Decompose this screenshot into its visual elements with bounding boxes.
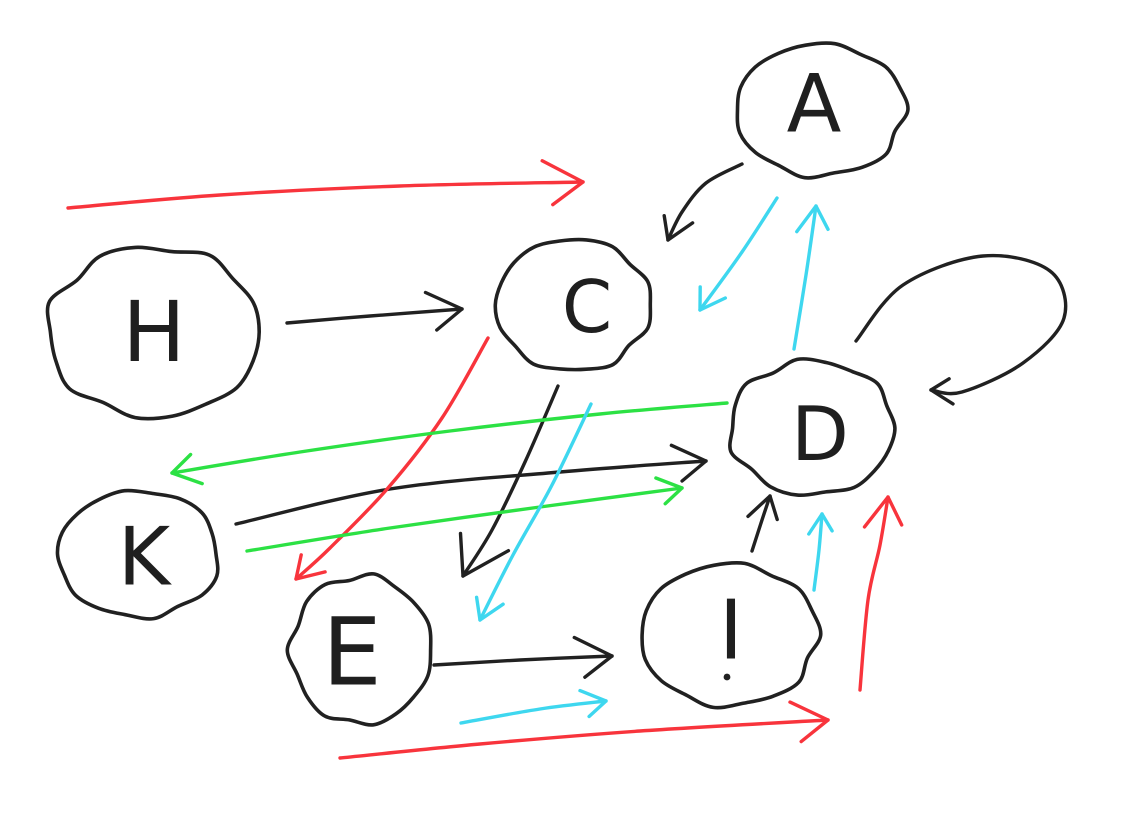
edge-i-to-d-cyan-arrowhead: [807, 512, 834, 536]
node-A-circle: [735, 41, 910, 180]
edge-c-to-e-black: [458, 384, 560, 578]
edge-e-to-i-black: [432, 635, 614, 679]
node-I-circle: [640, 560, 823, 710]
edge-a-to-c-black-arrowhead: [662, 214, 695, 242]
edge-c-to-e-black-line: [461, 384, 560, 578]
edge-e-to-i-black-line: [432, 654, 614, 667]
edge-c-to-e-cyan-line: [478, 402, 593, 622]
edge-i-to-d-black-line: [750, 494, 772, 553]
edge-a-to-c-cyan-arrowhead: [698, 285, 727, 312]
edge-d-self-loop-black-line: [854, 253, 1068, 396]
edge-a-to-c-black: [662, 162, 744, 242]
edge-c-to-e-red-line: [294, 336, 490, 581]
node-I-label: I: [719, 584, 743, 679]
edge-h-to-c-black: [285, 290, 464, 332]
node-E-circle: [285, 571, 433, 727]
edge-c-to-e-red-arrowhead: [294, 553, 327, 581]
node-K-circle: [55, 488, 220, 621]
edge-red-arrow-bottom-arrowhead: [788, 700, 830, 744]
edge-k-to-d-green-line: [245, 486, 684, 553]
edge-red-arrow-top-line: [66, 180, 585, 210]
node-D: D: [728, 357, 897, 498]
edge-d-to-a-cyan-line: [792, 204, 818, 351]
node-C-circle: [493, 237, 653, 372]
node-E: E: [285, 571, 433, 727]
node-H-label: H: [122, 283, 185, 381]
edge-d-to-k-green-line: [170, 401, 729, 475]
edge-red-arrow-bottom-line: [338, 718, 830, 760]
node-K-label: K: [118, 511, 173, 604]
node-D-circle: [728, 357, 897, 498]
edge-k-to-d-green: [245, 476, 684, 553]
node-C-label: C: [562, 265, 612, 349]
edge-d-to-a-cyan: [792, 204, 830, 351]
edge-e-to-i-cyan-arrowhead: [578, 688, 608, 719]
edge-red-arrow-bottom: [338, 700, 830, 760]
edge-k-to-d-black-arrowhead: [669, 443, 708, 483]
node-E-label: E: [322, 599, 381, 708]
edge-i-to-d-black: [746, 494, 779, 553]
edge-red-up-to-d: [858, 495, 904, 692]
node-A: A: [735, 41, 910, 180]
node-D-label: D: [791, 390, 849, 478]
edge-c-to-e-cyan-arrowhead: [474, 595, 505, 622]
node-K: K: [55, 488, 220, 621]
edge-d-self-loop-black-arrowhead: [929, 377, 955, 406]
edge-e-to-i-black-arrowhead: [572, 635, 614, 679]
edge-k-to-d-black: [234, 443, 708, 526]
edge-a-to-c-cyan-line: [698, 196, 779, 312]
node-H-circle: [45, 245, 261, 421]
node-I-dot: [723, 673, 731, 681]
node-A-label: A: [787, 58, 842, 151]
edge-d-to-k-green: [170, 401, 729, 486]
edge-red-up-to-d-line: [858, 495, 890, 692]
edge-red-arrow-top-arrowhead: [540, 159, 585, 207]
edge-d-to-k-green-arrowhead: [170, 452, 204, 486]
edge-i-to-d-cyan-line: [812, 512, 824, 592]
edge-c-to-e-red: [294, 336, 490, 581]
edge-e-to-i-cyan-line: [459, 699, 608, 725]
node-C: C: [493, 237, 653, 372]
edge-h-to-c-black-line: [285, 307, 464, 325]
edge-h-to-c-black-arrowhead: [423, 290, 464, 332]
edge-i-to-d-cyan: [807, 512, 834, 592]
edge-k-to-d-black-line: [234, 459, 708, 526]
edge-i-to-d-black-arrowhead: [746, 494, 779, 522]
edge-red-up-to-d-arrowhead: [862, 495, 904, 529]
edge-c-to-e-black-arrowhead: [458, 531, 511, 578]
edge-d-self-loop-black: [854, 253, 1068, 406]
edge-k-to-d-green-arrowhead: [654, 476, 684, 506]
edge-e-to-i-cyan: [459, 688, 608, 725]
edge-a-to-c-black-line: [666, 162, 744, 242]
node-H: H: [45, 245, 261, 421]
node-I: I: [640, 560, 823, 710]
edge-d-to-a-cyan-arrowhead: [795, 204, 830, 234]
edge-c-to-e-cyan: [474, 402, 593, 622]
edge-red-arrow-top: [66, 159, 585, 210]
edge-a-to-c-cyan: [698, 196, 779, 312]
